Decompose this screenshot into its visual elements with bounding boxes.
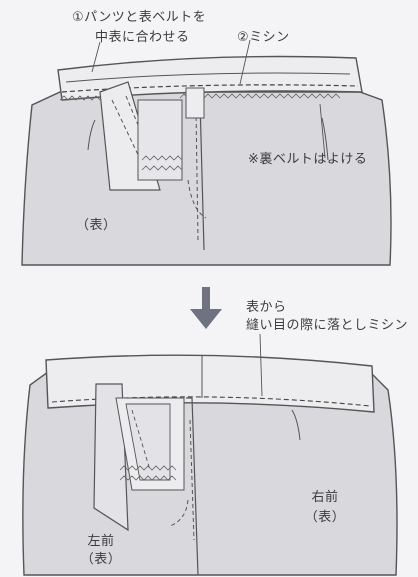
left-front-face-label: （表） (80, 552, 122, 567)
instruction-line2: 縫い目の際に落としミシン (246, 318, 409, 333)
top-serging (59, 93, 341, 101)
left-front-label: 左前 (87, 534, 115, 549)
top-waistband (57, 55, 363, 101)
right-front-face-label: （表） (304, 510, 346, 525)
instruction-line1: 表から (246, 300, 287, 315)
step1-label-continued: 中表に合わせる (95, 30, 190, 45)
lining-note: ※裏ベルトはよける (248, 152, 368, 167)
top-stitch-line (61, 84, 359, 93)
step2-label: ②ミシン (237, 30, 290, 45)
top-belt-tab (185, 87, 205, 119)
step1-label: ①パンツと表ベルトを (72, 10, 207, 25)
down-arrow-icon (190, 287, 222, 329)
right-front-label: 右前 (311, 490, 339, 505)
ditch-stitch-line (51, 396, 371, 407)
top-face-label: （表） (76, 218, 117, 233)
